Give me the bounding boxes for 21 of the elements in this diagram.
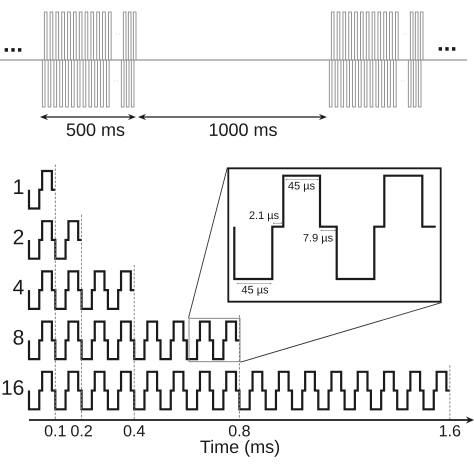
ellipsis: ... (438, 47, 456, 51)
tick-label: 1.6 (440, 425, 460, 436)
row-label: 1 (14, 180, 24, 194)
inset-box (227, 167, 442, 303)
dimension-label: 2.1 µs (249, 211, 279, 222)
tick-label: 0.2 (71, 425, 92, 436)
dimension-label: 45 µs (288, 182, 315, 192)
row-label: 2 (14, 230, 24, 244)
ellipsis: ... (4, 48, 22, 52)
tick-label: 0.4 (124, 425, 145, 436)
axis-title: Time (ms) (200, 440, 280, 457)
row-label: 8 (14, 330, 24, 345)
row-label: 16 (2, 380, 24, 395)
dimension-label: 7.9 µs (303, 234, 333, 244)
dimension-label: 500 ms (66, 123, 124, 136)
tick-label: 0.1 (44, 425, 66, 436)
dimension-label: 1000 ms (210, 123, 277, 136)
dimension-label: 45 µs (242, 286, 268, 296)
zoom-region-box (188, 318, 240, 362)
row-label: 4 (13, 280, 24, 294)
tick-label: 0.8 (228, 425, 250, 436)
